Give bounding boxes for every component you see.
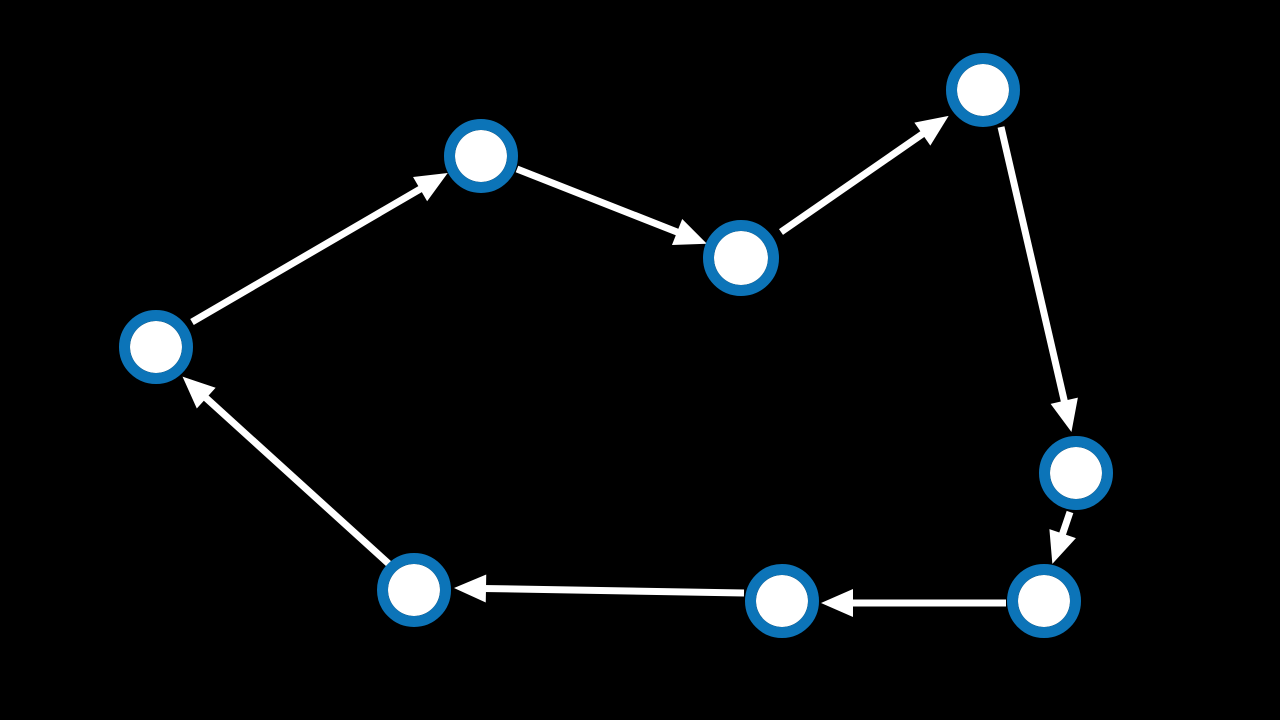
graph-node-n2[interactable] xyxy=(444,119,518,193)
edge-shaft xyxy=(997,126,1069,405)
edge-n8-to-n1 xyxy=(182,376,392,567)
node-ring xyxy=(1039,436,1113,510)
node-ring xyxy=(946,53,1020,127)
node-fill xyxy=(388,564,440,616)
graph-node-n8[interactable] xyxy=(377,553,451,627)
edge-n7-to-n8 xyxy=(454,574,745,603)
node-fill xyxy=(455,130,507,182)
edge-n5-to-n6 xyxy=(1049,510,1076,564)
node-ring xyxy=(1007,564,1081,638)
edge-shaft xyxy=(1058,510,1074,538)
graph-node-n4[interactable] xyxy=(946,53,1020,127)
node-ring xyxy=(119,310,193,384)
edge-n3-to-n4 xyxy=(779,115,949,235)
graph-node-n3[interactable] xyxy=(703,220,779,296)
node-ring xyxy=(745,564,819,638)
arrowhead-icon xyxy=(914,115,949,146)
node-fill xyxy=(130,321,182,373)
edge-n1-to-n2 xyxy=(190,172,448,326)
edge-shaft xyxy=(190,184,425,326)
nodes-layer xyxy=(119,53,1113,638)
edge-n4-to-n5 xyxy=(997,126,1078,432)
arrowhead-icon xyxy=(182,376,216,409)
graph-node-n6[interactable] xyxy=(1007,564,1081,638)
node-ring xyxy=(444,119,518,193)
graph-node-n5[interactable] xyxy=(1039,436,1113,510)
arrowhead-icon xyxy=(671,218,707,246)
node-ring xyxy=(703,220,779,296)
arrowhead-icon xyxy=(1050,397,1078,432)
edge-shaft xyxy=(779,129,927,235)
edge-n2-to-n3 xyxy=(515,165,707,246)
arrowhead-icon xyxy=(1049,529,1076,564)
node-fill xyxy=(714,231,768,285)
node-fill xyxy=(756,575,808,627)
edges-layer xyxy=(182,115,1078,617)
graph-node-n7[interactable] xyxy=(745,564,819,638)
edge-shaft xyxy=(515,165,682,237)
edge-shaft xyxy=(201,393,392,567)
arrowhead-icon xyxy=(821,589,853,617)
arrowhead-icon xyxy=(454,574,487,603)
node-fill xyxy=(1018,575,1070,627)
edge-shaft xyxy=(482,584,745,597)
node-ring xyxy=(377,553,451,627)
node-fill xyxy=(957,64,1009,116)
graph-node-n1[interactable] xyxy=(119,310,193,384)
node-fill xyxy=(1050,447,1102,499)
edge-n6-to-n7 xyxy=(821,589,1006,617)
arrowhead-icon xyxy=(413,172,448,202)
